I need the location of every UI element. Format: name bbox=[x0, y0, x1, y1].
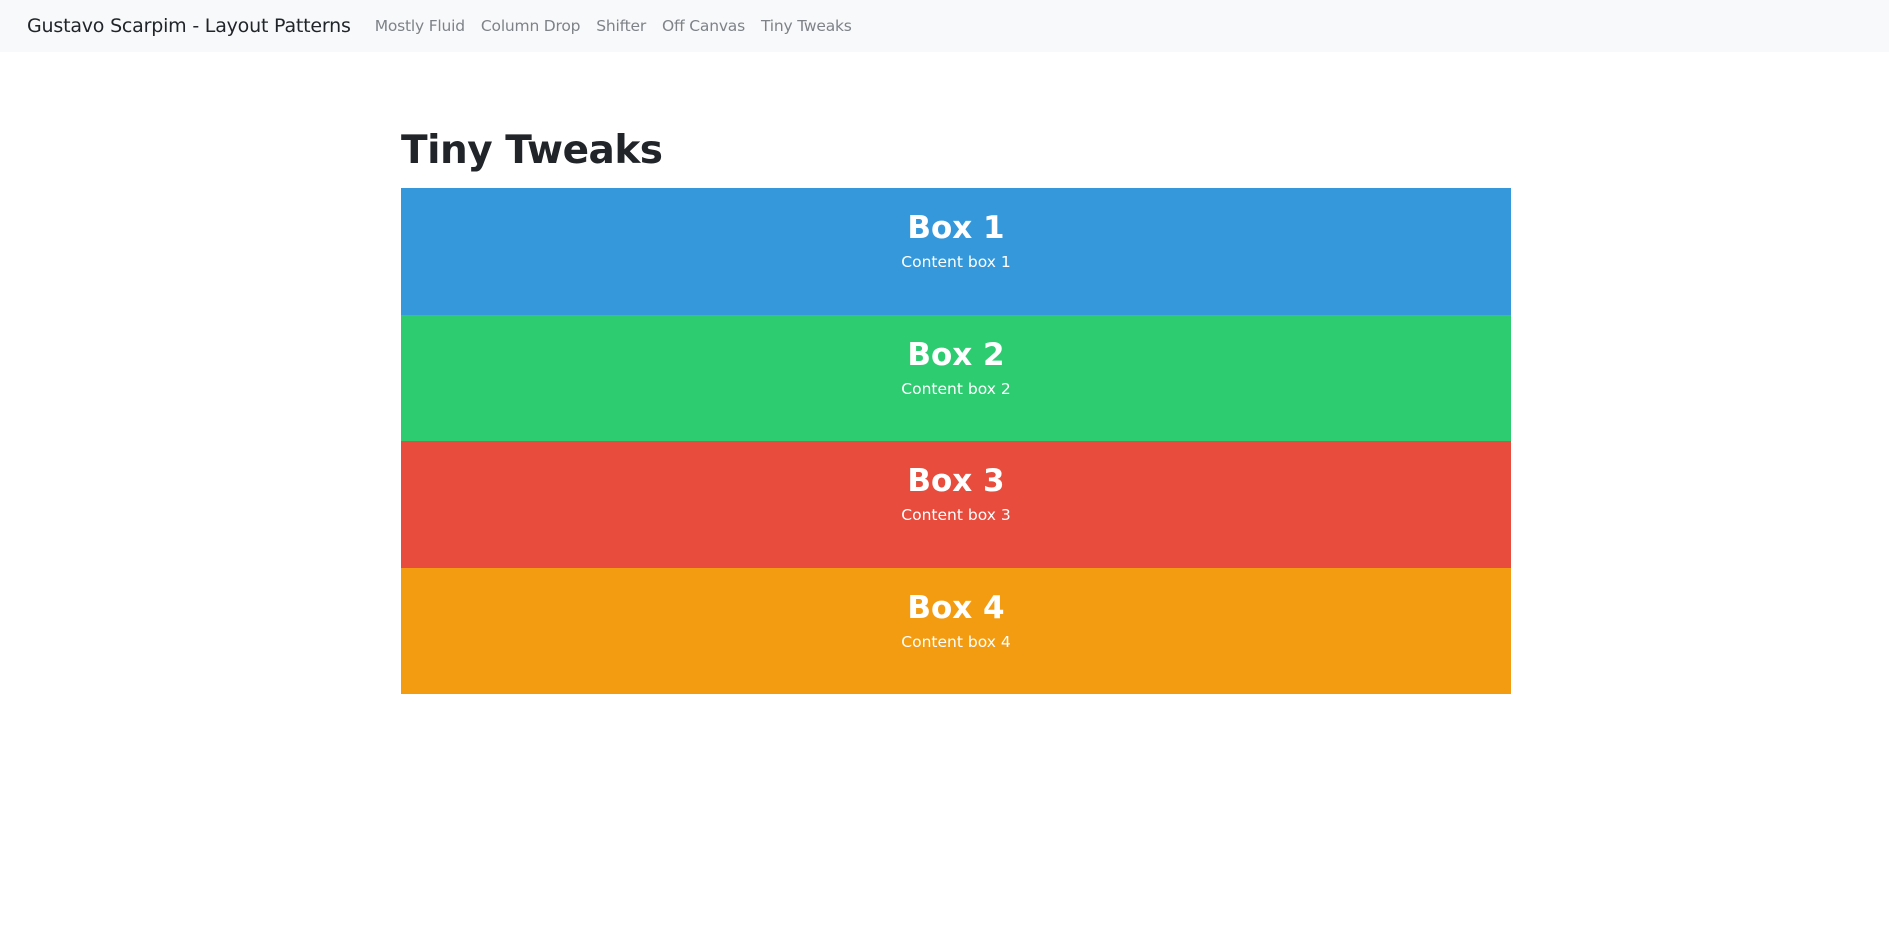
box-content: Content box 3 bbox=[901, 506, 1011, 525]
box-title: Box 4 bbox=[907, 589, 1005, 626]
nav-link-shifter[interactable]: Shifter bbox=[596, 17, 647, 35]
nav-link-mostly-fluid[interactable]: Mostly Fluid bbox=[374, 17, 465, 35]
box-title: Box 3 bbox=[907, 463, 1005, 499]
nav-link-off-canvas[interactable]: Off Canvas bbox=[662, 17, 745, 35]
nav-links: Mostly Fluid Column Drop Shifter Off Can… bbox=[375, 17, 868, 35]
nav-link-tiny-tweaks[interactable]: Tiny Tweaks bbox=[760, 17, 852, 35]
box-title: Box 1 bbox=[907, 210, 1005, 246]
box-content: Content box 2 bbox=[901, 379, 1011, 398]
box-content: Content box 1 bbox=[901, 253, 1011, 272]
box-4: Box 4 Content box 4 bbox=[401, 567, 1511, 694]
nav-link-column-drop[interactable]: Column Drop bbox=[480, 17, 581, 35]
box-title: Box 2 bbox=[907, 336, 1005, 373]
box-content: Content box 4 bbox=[901, 632, 1011, 651]
main-container: Tiny Tweaks Box 1 Content box 1 Box 2 Co… bbox=[401, 128, 1511, 694]
navbar-brand[interactable]: Gustavo Scarpim - Layout Patterns bbox=[27, 15, 351, 37]
box-3: Box 3 Content box 3 bbox=[401, 441, 1511, 568]
page-title: Tiny Tweaks bbox=[401, 128, 663, 173]
box-2: Box 2 Content box 2 bbox=[401, 314, 1511, 441]
box-1: Box 1 Content box 1 bbox=[401, 188, 1511, 315]
navbar: Gustavo Scarpim - Layout Patterns Mostly… bbox=[0, 0, 1889, 52]
